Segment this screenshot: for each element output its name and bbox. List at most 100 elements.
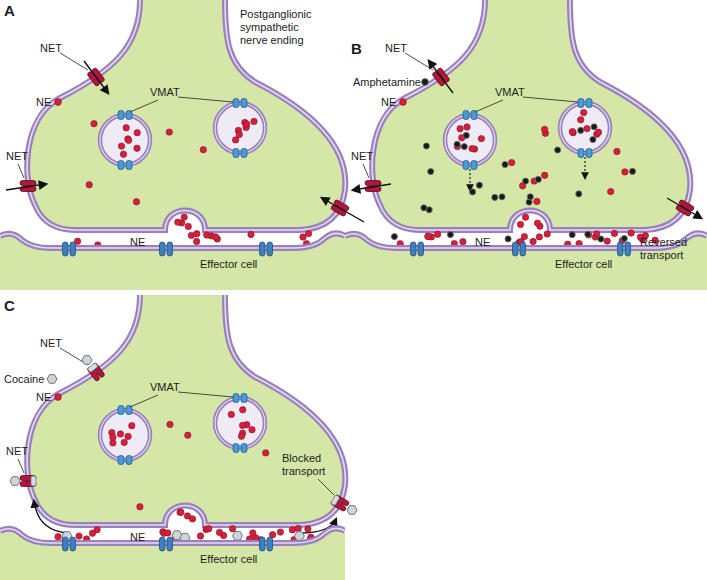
ne-molecule [464,124,470,130]
ne-molecule [117,431,123,437]
cocaine-symbol [47,375,57,384]
ne-molecule [134,145,140,151]
ne-molecule [434,231,440,237]
ne-molecule [129,423,135,429]
receptor-symbol [63,242,76,256]
blocked-arrow [34,501,68,533]
effector-cell: Effector cell [0,525,345,580]
cell-outline [0,230,345,290]
ne-molecule [197,533,203,539]
amphetamine-molecule [447,232,453,238]
ne-molecule [249,427,255,433]
ne-molecule [248,231,254,237]
callout-label: VMAT [150,86,180,99]
receptor-part [70,242,76,256]
ne-molecule [232,137,238,143]
callout-label: Cocaine [4,373,44,386]
cocaine-molecule [10,477,20,486]
ne-molecule [534,220,540,226]
callout-label: NE [130,236,145,249]
receptor-part [625,242,631,256]
callout-label: NET [6,445,28,458]
transport-arrow [584,157,585,178]
amphetamine-molecule [569,232,575,238]
amphetamine-molecule [621,235,627,241]
ne-molecule [166,129,172,135]
amphetamine-molecule [591,124,597,130]
ne-molecule [118,143,124,149]
amphetamine-molecule [492,194,498,200]
amphetamine-molecule [463,132,469,138]
nerve-ending [18,0,345,230]
ne-molecule [193,238,199,244]
receptor-symbol [63,537,76,551]
amphetamine-molecule [421,205,427,211]
amphetamine-molecule [499,194,505,200]
nerve-ending [363,0,690,230]
cell-outline [0,525,345,580]
ne-molecule [295,525,301,531]
ne-molecule [178,509,184,515]
receptor-part [418,242,424,256]
nerve-ending [18,295,345,525]
transport-arrow [469,169,470,190]
receptor-symbol [260,537,273,551]
callout-label: Reversed transport [640,236,698,262]
ne-molecule [425,233,431,239]
ne-molecule [569,128,575,134]
transport-arrow [322,198,364,222]
callout-label: NE [36,391,51,404]
ne-molecule [121,439,127,445]
ne-molecule [604,238,610,244]
ne-molecule [133,199,139,205]
ne-molecule [200,147,206,153]
amphetamine-molecule [578,127,584,133]
ne-molecule [628,230,634,236]
ne-molecule [544,231,550,237]
receptor-part [618,242,624,256]
panel-b-transport [353,61,701,218]
transport-arrow [84,61,108,93]
ne-molecule [263,450,269,456]
ne-molecule [123,125,129,131]
ne-molecule [110,434,116,440]
ne-molecule [185,432,191,438]
ne-molecule [457,126,463,132]
ne-molecule [509,159,515,165]
ne-molecule [125,433,131,439]
amphetamine-molecule [423,143,429,149]
ne-molecule [522,214,528,220]
callout-label: NET [351,150,373,163]
callout-label: Amphetamine [353,76,421,89]
ne-molecule [608,188,614,194]
amphetamine-molecule [598,236,604,242]
amphetamine-molecule [576,191,582,197]
amphetamine-molecule [523,178,529,184]
ne-molecule [216,529,222,535]
callout-label: Blocked transport [282,452,334,478]
receptor-part [167,537,173,551]
ne-molecule [578,117,584,123]
ne-molecule [206,526,212,532]
amphetamine-symbol [422,79,429,86]
ne-molecule [229,526,235,532]
amphetamine-molecule [391,234,397,240]
ne-molecule [305,230,311,236]
net-transporter [87,362,105,381]
callout-label: NET [40,42,62,55]
ne-molecule [530,238,536,244]
ne-molecule [238,433,244,439]
ne-molecule [460,239,466,245]
ne-molecule [586,232,592,238]
ne-molecule [517,221,523,227]
ne-molecule [277,529,283,535]
ne-molecule [542,172,548,178]
ne-molecule [89,530,95,536]
callout-label: NET [385,42,407,55]
amphetamine-molecule [502,161,508,167]
ne-molecule [614,148,620,154]
panel-c-transport [10,356,357,533]
amphetamine-molecule [461,144,467,150]
ne-molecule [91,121,97,127]
